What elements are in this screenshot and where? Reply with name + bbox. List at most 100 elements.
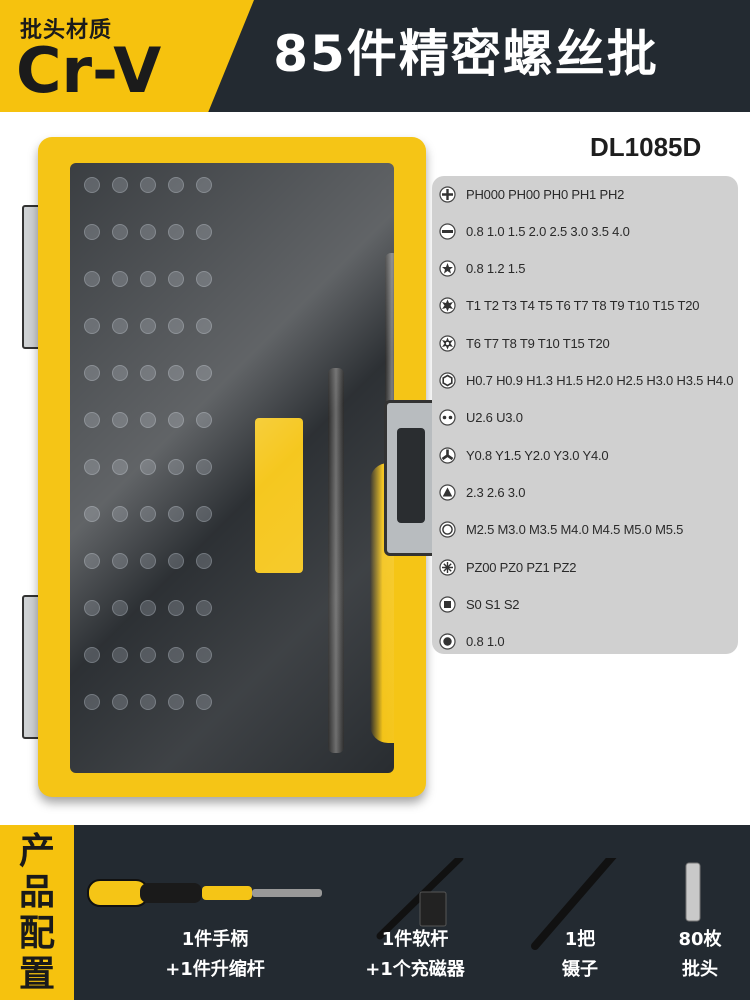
spec-text: 0.8 1.0 xyxy=(466,634,505,650)
spec-text: PH000 PH00 PH0 PH1 PH2 xyxy=(466,186,625,202)
spec-text: H0.7 H0.9 H1.3 H1.5 H2.0 H2.5 H3.0 H3.5 … xyxy=(466,373,734,388)
bit-slot xyxy=(84,506,100,522)
spec-row: PH000 PH00 PH0 PH1 PH2 xyxy=(432,179,738,209)
bit-slot xyxy=(140,318,156,334)
bit-slot xyxy=(168,459,184,475)
spec-text: S0 S1 S2 xyxy=(466,596,520,612)
torx-icon xyxy=(439,297,456,314)
bit-slot xyxy=(112,600,128,616)
spec-row: 0.8 1.0 xyxy=(432,627,738,657)
bit-spec-panel: PH000 PH00 PH0 PH1 PH2 0.8 1.0 1.5 2.0 2.… xyxy=(432,176,738,654)
product-title: 85件精密螺丝批 xyxy=(273,25,659,83)
spec-row: PZ00 PZ0 PZ1 PZ2 xyxy=(432,552,738,582)
brand-label xyxy=(255,418,303,573)
bit-slot xyxy=(140,224,156,240)
package-contents-label: 产 品 配 置 xyxy=(0,825,74,1000)
hex-icon xyxy=(439,372,456,389)
pozidriv-icon xyxy=(439,558,456,576)
bit-slot xyxy=(140,365,156,381)
bit-slot xyxy=(140,412,156,428)
contents-item-shaft: 1件软杆 +1个充磁器 xyxy=(340,925,490,985)
bit-slot xyxy=(112,318,128,334)
phillips-icon xyxy=(439,185,456,203)
bit-slot xyxy=(196,553,212,569)
handle-icon xyxy=(87,879,322,907)
material-label: 批头材质 xyxy=(20,18,113,43)
torx-security-icon xyxy=(439,335,456,352)
bit-slot xyxy=(84,553,100,569)
spec-row: M2.5 M3.0 M3.5 M4.0 M4.5 M5.0 M5.5 xyxy=(432,515,738,545)
bit-slot xyxy=(168,224,184,240)
contents-item-bits: 80枚 批头 xyxy=(650,925,750,985)
triangle-icon xyxy=(439,484,456,501)
bit-slot xyxy=(196,459,212,475)
bit-slot xyxy=(168,600,184,616)
spec-text: T6 T7 T8 T9 T10 T15 T20 xyxy=(466,335,610,351)
bit-slot xyxy=(112,271,128,287)
spec-row: T6 T7 T8 T9 T10 T15 T20 xyxy=(432,328,738,358)
bit-slot xyxy=(168,318,184,334)
tri-wing-icon xyxy=(439,446,456,464)
item-line: +1件升缩杆 xyxy=(165,959,265,980)
bit-slot xyxy=(84,459,100,475)
item-line: 80枚 xyxy=(678,929,722,950)
bit-slot xyxy=(140,647,156,663)
bit-slot xyxy=(196,365,212,381)
contents-item-handle: 1件手柄 +1件升缩杆 xyxy=(140,925,290,985)
slotted-icon xyxy=(439,223,456,240)
item-line: 批头 xyxy=(682,959,718,980)
item-line: +1个充磁器 xyxy=(365,959,465,980)
case-tray xyxy=(70,163,394,773)
square-icon xyxy=(439,596,456,613)
product-case-image xyxy=(22,135,442,800)
contents-illustrations xyxy=(87,858,701,950)
bit-slot xyxy=(112,365,128,381)
bit-slot xyxy=(112,224,128,240)
bit-slot xyxy=(84,318,100,334)
bit-slot xyxy=(168,694,184,710)
bit-slot xyxy=(112,647,128,663)
spec-row: 2.3 2.6 3.0 xyxy=(432,477,738,507)
bit-slot xyxy=(84,600,100,616)
item-line: 1件软杆 xyxy=(381,929,449,950)
bit-slot xyxy=(84,694,100,710)
bit-slot xyxy=(196,412,212,428)
lid-reflection xyxy=(70,163,394,773)
contents-item-tweezers: 1把 镊子 xyxy=(530,925,630,985)
spec-text: T1 T2 T3 T4 T5 T6 T7 T8 T9 T10 T15 T20 xyxy=(466,298,700,314)
bit-slot xyxy=(112,412,128,428)
model-number: DL1085D xyxy=(590,132,702,162)
spec-row: 0.8 1.0 1.5 2.0 2.5 3.0 3.5 4.0 xyxy=(432,216,738,246)
bit-slot xyxy=(196,224,212,240)
spec-text: Y0.8 Y1.5 Y2.0 Y3.0 Y4.0 xyxy=(466,447,609,463)
material-value: Cr-V xyxy=(16,34,162,107)
pentalobe-icon xyxy=(439,260,456,277)
m-hex-socket-icon xyxy=(439,521,456,538)
u-shape-icon xyxy=(439,409,456,426)
item-line: 1件手柄 xyxy=(181,929,249,950)
label-char: 品 xyxy=(18,872,55,913)
item-line: 镊子 xyxy=(562,959,598,980)
bit-slot xyxy=(140,506,156,522)
round-socket-icon xyxy=(439,633,456,650)
bit-slot xyxy=(168,553,184,569)
bit-slot xyxy=(112,694,128,710)
bit-slot xyxy=(84,365,100,381)
bit-slot xyxy=(168,177,184,193)
bit-slot xyxy=(196,177,212,193)
bit-slot xyxy=(196,318,212,334)
package-contents-bar xyxy=(0,825,750,1000)
spec-text: M2.5 M3.0 M3.5 M4.0 M4.5 M5.0 M5.5 xyxy=(466,522,684,538)
bit-slot xyxy=(84,177,100,193)
bit-slot xyxy=(196,694,212,710)
spec-row: Y0.8 Y1.5 Y2.0 Y3.0 Y4.0 xyxy=(432,440,738,470)
spec-text: PZ00 PZ0 PZ1 PZ2 xyxy=(466,559,577,575)
bit-slot xyxy=(168,365,184,381)
label-char: 产 xyxy=(18,831,55,872)
bit-slot xyxy=(196,506,212,522)
spec-row: H0.7 H0.9 H1.3 H1.5 H2.0 H2.5 H3.0 H3.5 … xyxy=(432,366,738,396)
bit-slot xyxy=(84,412,100,428)
spec-row: U2.6 U3.0 xyxy=(432,403,738,433)
spec-row: T1 T2 T3 T4 T5 T6 T7 T8 T9 T10 T15 T20 xyxy=(432,291,738,321)
label-char: 置 xyxy=(18,954,55,995)
